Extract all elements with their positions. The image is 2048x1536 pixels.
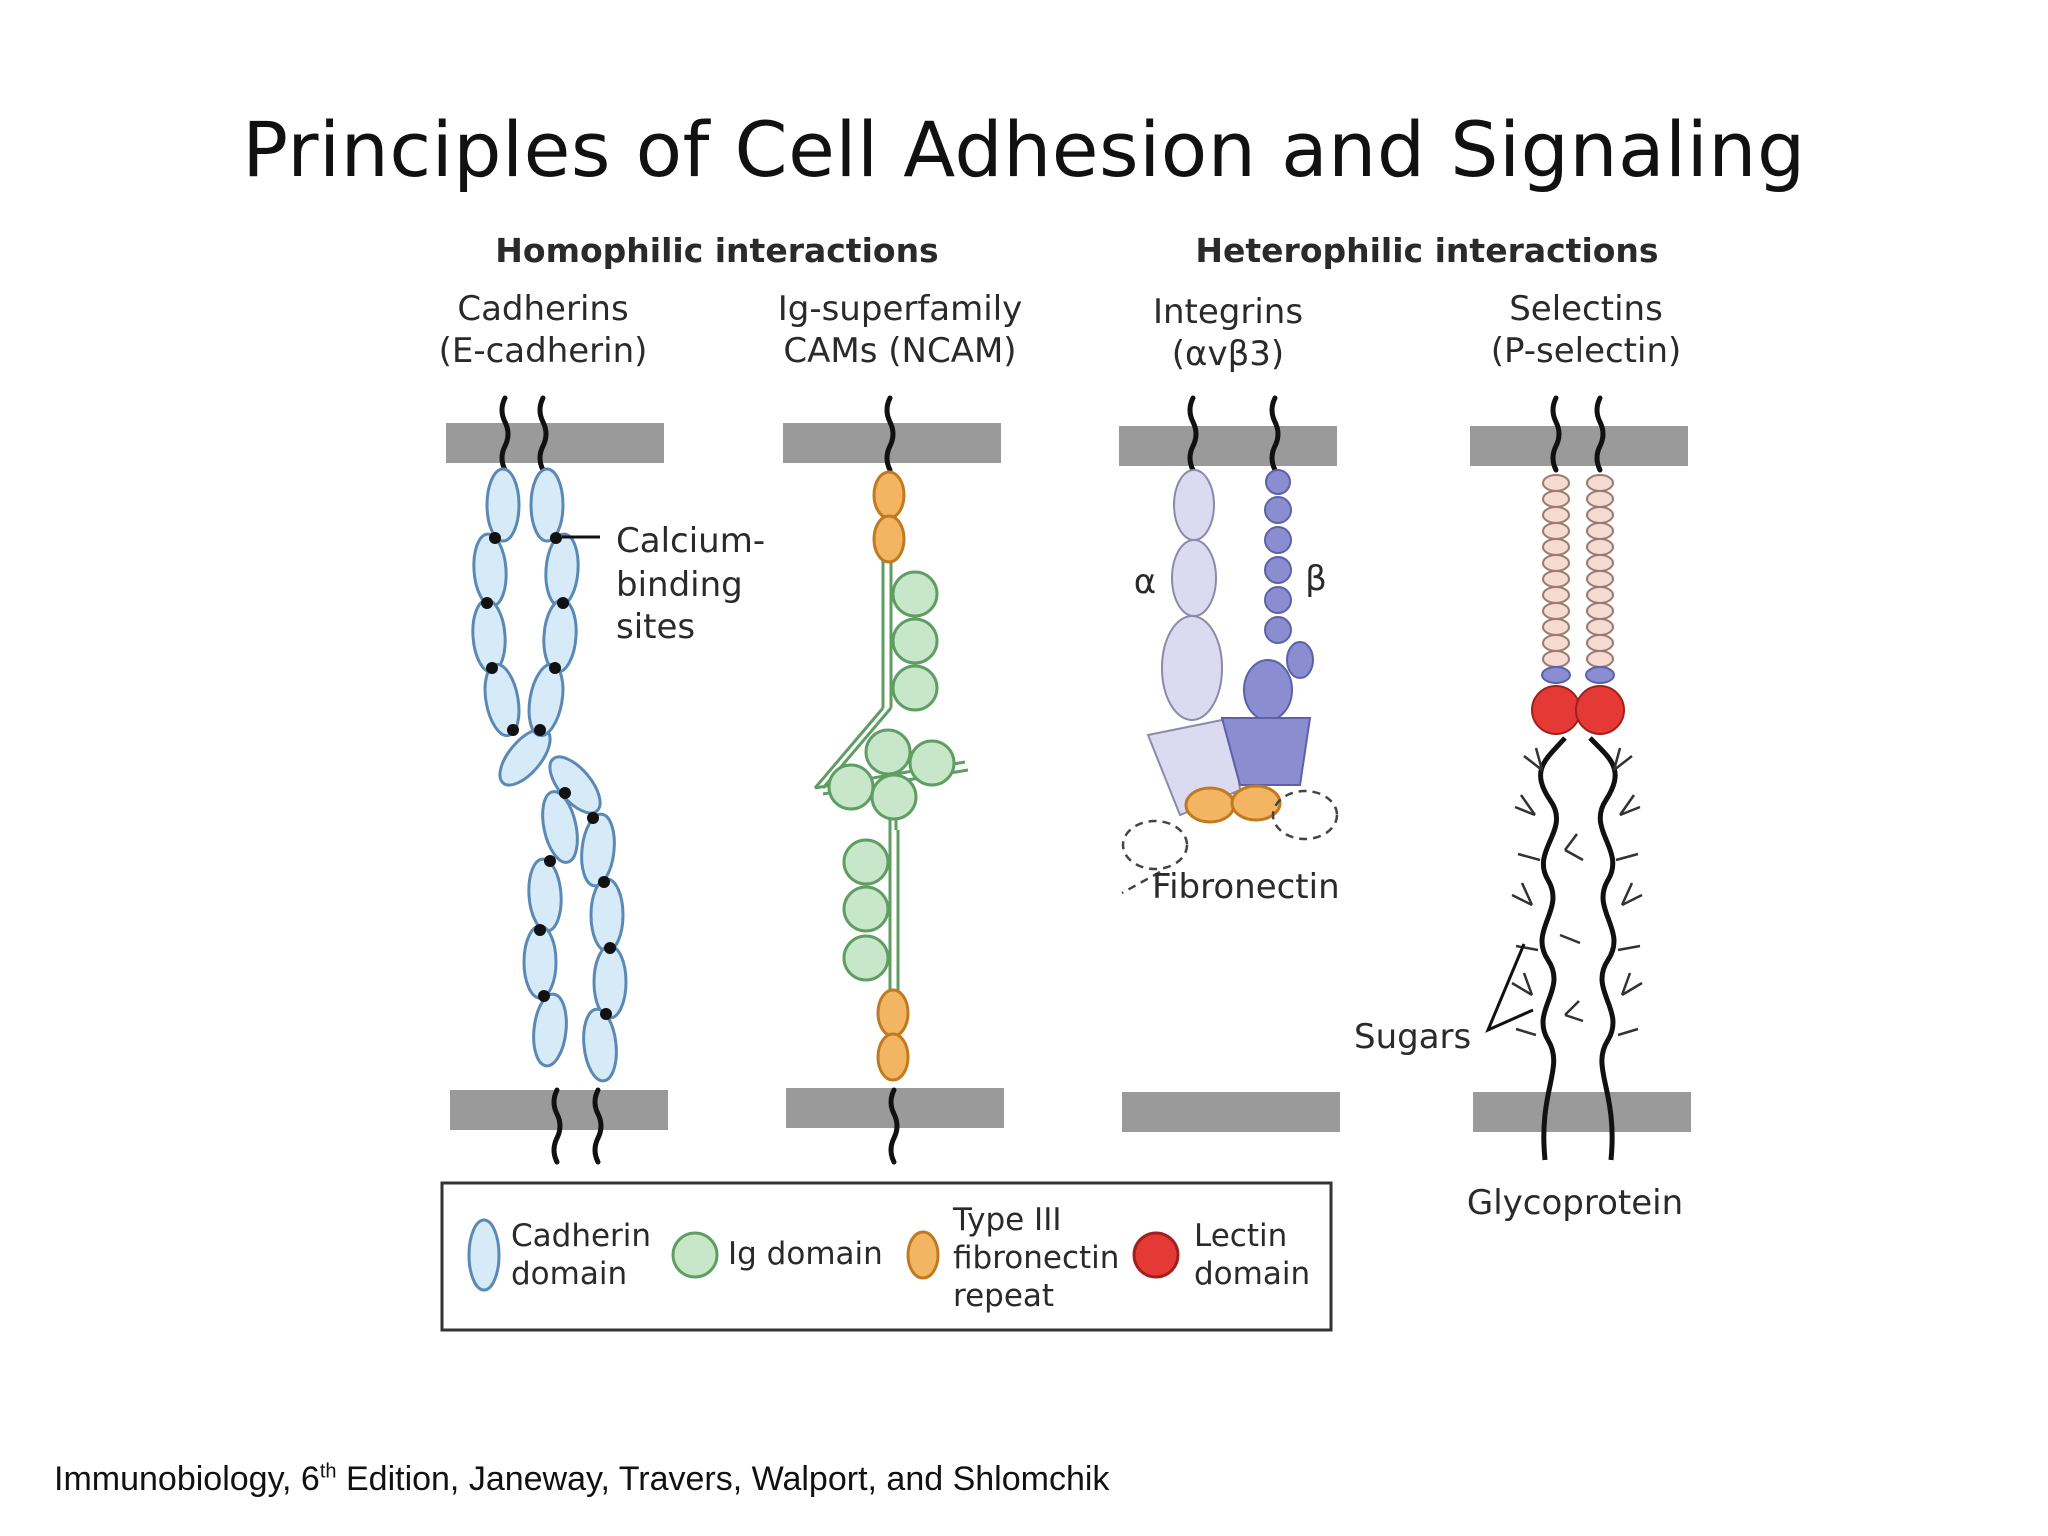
sugars-label: Sugars [1354, 1017, 1471, 1057]
cadherin-dimer [471, 395, 628, 1165]
ncam-dimer [813, 395, 969, 1165]
ig-cams-sublabel: CAMs (NCAM) [783, 331, 1016, 371]
legend-lectin-swatch [1132, 1231, 1180, 1279]
calcium-label-line3: sites [616, 607, 695, 647]
citation-superscript: th [319, 1460, 337, 1483]
integrins-label: Integrins [1153, 292, 1303, 332]
legend-box [440, 1181, 1333, 1332]
integrins-sublabel: (αvβ3) [1172, 334, 1284, 374]
beta-label: β [1305, 559, 1327, 599]
membrane-top-integrin [1119, 426, 1337, 466]
integrin-heterodimer [1121, 395, 1339, 895]
selectins-sublabel: (P-selectin) [1491, 331, 1682, 371]
citation: Immunobiology, 6th Edition, Janeway, Tra… [54, 1460, 1109, 1499]
membrane-top-cadherin [446, 423, 664, 463]
membrane-top-selectin [1470, 426, 1688, 466]
calcium-label-line2: binding [616, 565, 743, 605]
legend-fn3-label-1: Type III [952, 1202, 1062, 1238]
heterophilic-header: Heterophilic interactions [1195, 231, 1658, 270]
legend-fn3-label-2: fibronectin [953, 1240, 1119, 1276]
legend-cadherin-swatch [467, 1218, 501, 1292]
membrane-bottom-integrin [1122, 1092, 1340, 1132]
legend-fn3-label-3: repeat [953, 1278, 1054, 1314]
membrane-bottom-selectin [1473, 1092, 1691, 1132]
cadherins-sublabel: (E-cadherin) [439, 331, 648, 371]
alpha-label: α [1134, 562, 1156, 602]
glycoprotein-label: Glycoprotein [1467, 1183, 1683, 1223]
legend-cadherin-label-1: Cadherin [511, 1218, 651, 1254]
selectins-label: Selectins [1509, 289, 1663, 329]
selectin-glycoprotein [1485, 395, 1643, 1161]
legend-ig-label: Ig domain [728, 1236, 883, 1272]
slide-title: Principles of Cell Adhesion and Signalin… [242, 105, 1806, 194]
citation-suffix: Edition, Janeway, Travers, Walport, and … [336, 1460, 1110, 1498]
cadherins-label: Cadherins [457, 289, 628, 329]
fibronectin-label: Fibronectin [1152, 867, 1340, 907]
calcium-label-line1: Calcium- [616, 521, 765, 561]
legend-cadherin-label-2: domain [511, 1256, 627, 1292]
legend-ig-swatch [671, 1231, 719, 1279]
legend-lectin-label-2: domain [1194, 1256, 1310, 1292]
ig-cams-label: Ig-superfamily [778, 289, 1023, 329]
homophilic-header: Homophilic interactions [495, 231, 938, 270]
legend-lectin-label-1: Lectin [1194, 1218, 1287, 1254]
legend: Cadherin domain Ig domain Type III fibro… [440, 1181, 1333, 1332]
citation-prefix: Immunobiology, 6 [54, 1460, 320, 1498]
legend-fn3-swatch [906, 1230, 940, 1280]
